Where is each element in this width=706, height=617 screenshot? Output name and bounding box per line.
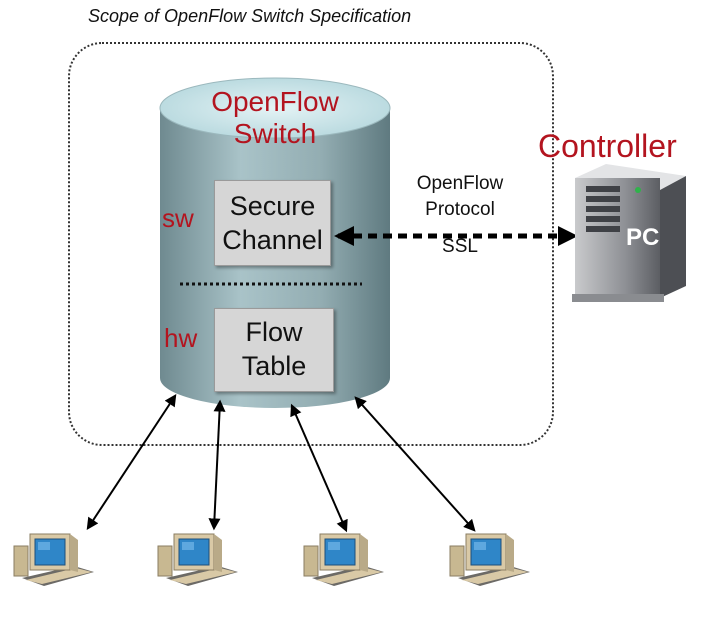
controller-pc-label: PC (626, 224, 660, 251)
host-computer-4-icon (449, 533, 531, 587)
controller-server-icon (572, 164, 686, 302)
switch-title-line2: Switch (233, 118, 317, 149)
secure-channel-line1: Secure (229, 191, 316, 221)
protocol-label-line1: OpenFlow (416, 173, 504, 194)
flow-table-line2: Table (241, 351, 307, 381)
scope-label: Scope of OpenFlow Switch Specification (88, 6, 412, 26)
sw-label: sw (162, 203, 194, 233)
secure-channel-box: Secure Channel (214, 180, 331, 266)
host-link-arrow-2 (208, 399, 226, 531)
switch-title-line1: OpenFlow (211, 86, 339, 117)
protocol-label-line2: Protocol (425, 199, 495, 220)
host-computer-3-icon (303, 533, 385, 587)
hw-label: hw (164, 323, 198, 353)
host-link-arrow-3 (290, 403, 348, 533)
switch-cylinder-top (159, 77, 391, 139)
controller-label: Controller (538, 128, 677, 164)
host-computer-1-icon (13, 533, 95, 587)
protocol-label-ssl: SSL (442, 236, 478, 257)
flow-table-box: Flow Table (214, 308, 334, 392)
host-computer-2-icon (157, 533, 239, 587)
host-link-arrow-1 (86, 393, 177, 531)
flow-table-line1: Flow (245, 317, 303, 347)
secure-channel-line2: Channel (222, 225, 323, 255)
host-link-arrow-4 (354, 396, 476, 532)
